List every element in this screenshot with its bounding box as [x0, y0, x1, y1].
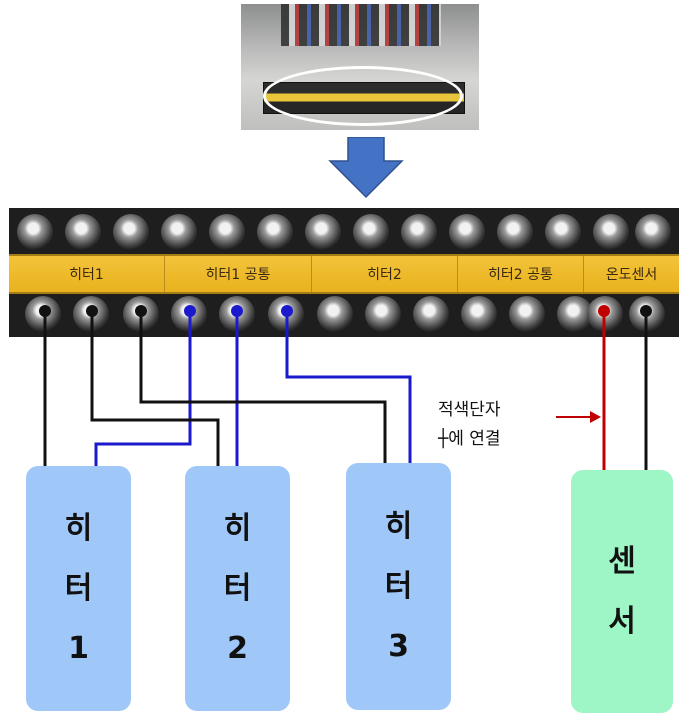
- wire-heater3-blue: [285, 311, 412, 468]
- terminal-dot-blue: [281, 305, 293, 317]
- annotation-line2: ┼에 연결: [438, 429, 501, 449]
- top-screw: [593, 214, 629, 250]
- top-screw: [113, 214, 149, 250]
- top-screw: [17, 214, 53, 250]
- top-screw: [305, 214, 341, 250]
- segment-label-heater2-common: 히터2 공통: [488, 267, 553, 283]
- wires-photo-detail: [281, 4, 441, 46]
- sensor-box: 센 서: [571, 470, 673, 713]
- top-screw: [65, 214, 101, 250]
- box-char: 히: [223, 510, 252, 546]
- wire-heater3-black: [139, 311, 387, 468]
- box-char: 터: [384, 568, 413, 604]
- terminal-dot-black: [39, 305, 51, 317]
- box-char: 3: [388, 628, 409, 664]
- heater1-box: 히 터 1: [26, 466, 131, 711]
- top-screw: [209, 214, 245, 250]
- top-screw: [545, 214, 581, 250]
- enclosure-photo: [241, 4, 479, 130]
- box-char: 히: [384, 508, 413, 544]
- bottom-screw: [317, 296, 353, 332]
- red-terminal-annotation: 적색단자 ┼에 연결: [438, 396, 548, 454]
- box-char: 서: [608, 603, 636, 639]
- terminal-dot-black: [640, 305, 652, 317]
- segment-divider: [457, 256, 458, 292]
- top-screw: [257, 214, 293, 250]
- segment-label-heater2: 히터2: [367, 267, 402, 283]
- terminal-dot-red: [598, 305, 610, 317]
- annotation-arrowhead-icon: [590, 411, 601, 423]
- heater2-box: 히 터 2: [185, 466, 290, 711]
- down-arrow-icon: [328, 137, 404, 199]
- terminal-dot-blue: [231, 305, 243, 317]
- top-screw: [635, 214, 671, 250]
- terminal-strip-photo: 히터1 히터1 공통 히터2 히터2 공통 온도센서: [9, 208, 679, 337]
- top-screw: [449, 214, 485, 250]
- bottom-screw: [461, 296, 497, 332]
- bottom-screw: [413, 296, 449, 332]
- box-char: 히: [64, 510, 93, 546]
- segment-divider: [583, 256, 584, 292]
- top-screw: [401, 214, 437, 250]
- heater3-box: 히 터 3: [346, 463, 451, 710]
- terminal-dot-blue: [184, 305, 196, 317]
- wire-heater1-blue: [94, 311, 192, 468]
- terminal-dot-black: [135, 305, 147, 317]
- box-char: 터: [223, 570, 252, 606]
- terminal-label-bar: 히터1 히터1 공통 히터2 히터2 공통 온도센서: [9, 254, 679, 294]
- annotation-line1: 적색단자: [438, 400, 501, 420]
- wire-heater2-black: [90, 311, 220, 468]
- segment-divider: [164, 256, 165, 292]
- box-char: 1: [68, 630, 89, 666]
- highlight-ellipse: [263, 66, 463, 126]
- segment-label-heater1-common: 히터1 공통: [205, 267, 271, 283]
- bottom-screw: [365, 296, 401, 332]
- top-screw: [161, 214, 197, 250]
- box-char: 센: [608, 543, 636, 579]
- segment-label-heater1: 히터1: [69, 267, 104, 283]
- top-screw: [497, 214, 533, 250]
- bottom-screw: [509, 296, 545, 332]
- box-char: 터: [64, 570, 93, 606]
- terminal-dot-black: [86, 305, 98, 317]
- box-char: 2: [227, 630, 248, 666]
- segment-label-temp-sensor: 온도센서: [605, 267, 658, 283]
- top-screw: [353, 214, 389, 250]
- segment-divider: [311, 256, 312, 292]
